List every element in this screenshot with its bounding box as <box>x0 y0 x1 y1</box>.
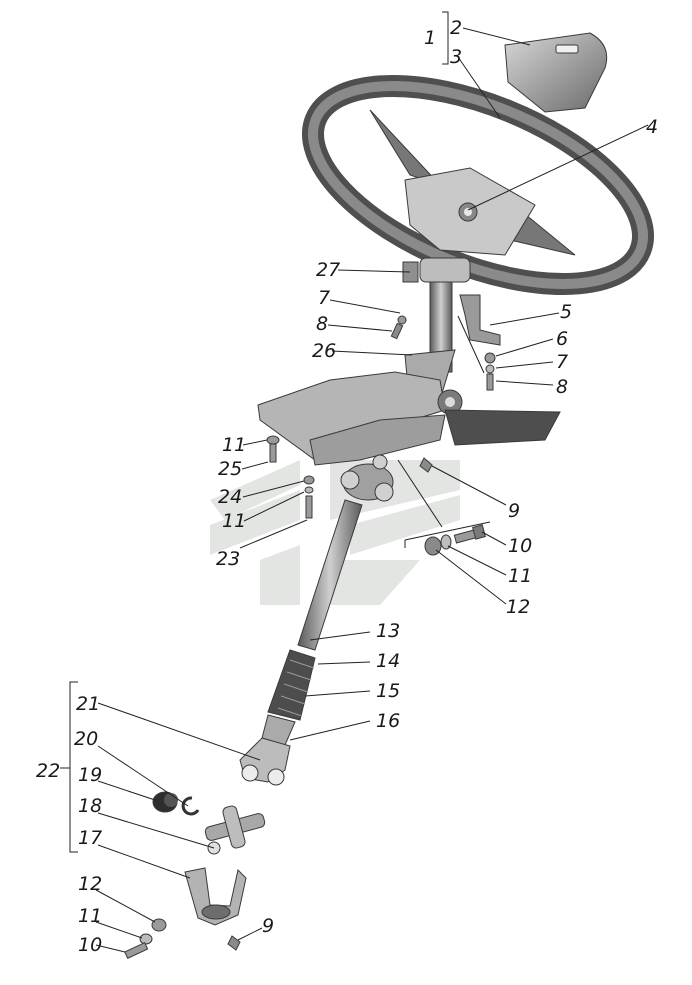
callout-7-upper: 7 <box>318 287 330 309</box>
callout-23: 23 <box>216 548 240 570</box>
callout-25: 25 <box>218 458 242 480</box>
callout-3: 3 <box>450 46 462 68</box>
callout-21: 21 <box>76 693 100 715</box>
leader-lines <box>60 11 649 953</box>
callout-6: 6 <box>556 328 568 350</box>
callout-8-upper: 8 <box>316 313 328 335</box>
callout-12-lower: 12 <box>78 873 102 895</box>
upper-universal-joint-part <box>340 454 394 502</box>
callout-13: 13 <box>376 620 400 642</box>
callout-8-right: 8 <box>556 376 568 398</box>
callout-1: 1 <box>424 27 436 49</box>
callout-11-right: 11 <box>508 565 532 587</box>
callout-9-lower: 9 <box>262 915 274 937</box>
callout-27: 27 <box>316 259 340 281</box>
mounting-bracket-part <box>257 371 561 466</box>
needle-bearing-part <box>152 791 178 813</box>
callout-10-lower: 10 <box>78 934 102 956</box>
callout-15: 15 <box>376 680 400 702</box>
intermediate-shaft-part <box>261 499 363 746</box>
callout-20: 20 <box>74 728 98 750</box>
callout-24: 24 <box>218 486 242 508</box>
callout-12-upper: 12 <box>506 596 530 618</box>
callout-4: 4 <box>646 116 658 138</box>
cross-spider-part <box>204 805 266 855</box>
callout-22: 22 <box>36 760 60 782</box>
callout-10-upper: 10 <box>508 535 532 557</box>
callout-11-lower: 11 <box>78 905 102 927</box>
callout-2: 2 <box>450 17 462 39</box>
callout-11-upper: 11 <box>222 434 246 456</box>
horn-cover-part <box>504 32 608 113</box>
circlip-part <box>181 796 200 816</box>
callout-7-right: 7 <box>556 351 568 373</box>
callout-9-upper: 9 <box>508 500 520 522</box>
callout-11-mid: 11 <box>222 510 246 532</box>
steering-wheel-part <box>301 75 655 295</box>
callout-5: 5 <box>560 301 572 323</box>
lower-yoke-part <box>239 737 291 786</box>
callout-16: 16 <box>376 710 400 732</box>
callout-19: 19 <box>78 764 102 786</box>
fork-yoke-part <box>184 867 247 926</box>
callout-26: 26 <box>312 340 336 362</box>
callout-14: 14 <box>376 650 400 672</box>
callout-18: 18 <box>78 795 102 817</box>
callout-labels: 1 2 3 4 27 7 8 26 5 6 7 8 11 25 24 11 23… <box>36 17 658 956</box>
callout-17: 17 <box>78 827 102 849</box>
